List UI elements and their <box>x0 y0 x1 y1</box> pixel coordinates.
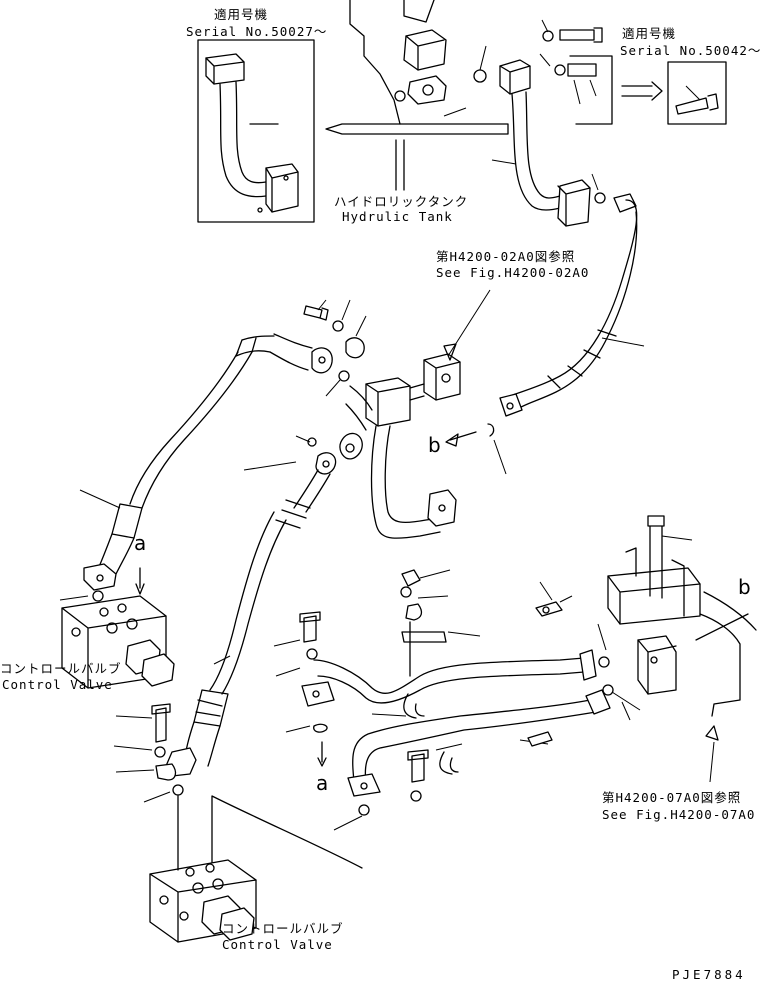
control-valve-2-label-jp: コントロールバルブ <box>222 921 344 936</box>
see-fig-07-label: See Fig.H4200-07A0 <box>602 807 756 822</box>
control-valve-1-label: Control Valve <box>2 677 113 692</box>
control-valve-1 <box>59 567 175 689</box>
control-valve-2 <box>113 703 363 943</box>
ref-a-top: a <box>134 531 147 555</box>
see-fig-02-label-jp: 第H4200-02A0図参照 <box>436 249 576 264</box>
drawing-code: PJE7884 <box>672 967 746 982</box>
hydraulic-tank-section <box>325 0 509 191</box>
inset-a-serial: Serial No.50027～ <box>186 24 328 39</box>
see-fig-07-label-jp: 第H4200-07A0図参照 <box>602 790 742 805</box>
top-right-pipe <box>491 19 727 417</box>
see-fig-02-label: See Fig.H4200-02A0 <box>436 265 590 280</box>
upper-left-hose <box>79 299 367 591</box>
control-valve-2-label: Control Valve <box>222 937 333 952</box>
ref-b-left: b <box>428 433 441 457</box>
hydraulic-tank-label: Hydrulic Tank <box>342 209 453 224</box>
hydraulic-tank-label-jp: ハイドロリックタンク <box>334 194 469 209</box>
middle-long-hose <box>165 435 337 777</box>
inset-serial-50027 <box>197 39 315 223</box>
control-valve-1-label-jp: コントロールバルブ <box>0 661 122 676</box>
middle-junction <box>325 289 507 539</box>
inset-b-serial-jp: 適用号機 <box>622 26 677 41</box>
ref-a-bottom: a <box>316 771 329 795</box>
inset-b-serial: Serial No.50042～ <box>620 43 762 58</box>
lower-pipes <box>273 569 614 831</box>
ref-b-right: b <box>738 575 751 599</box>
right-side-block <box>535 515 757 783</box>
inset-a-serial-jp: 適用号機 <box>214 7 269 22</box>
